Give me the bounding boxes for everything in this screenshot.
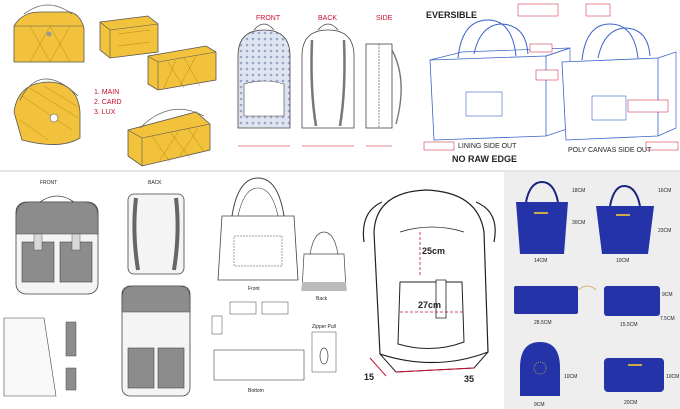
yellow-legend-3: 3. LUX [94,109,116,116]
tote-front-label: Front [248,286,260,292]
yellow-legend-1: 1. MAIN [94,89,119,96]
reversible-tote-illustration: EVERSIBLE [423,3,679,164]
yellow-bags-illustration: ~ 1. MAIN 2. CARD 3. LUX [13,4,217,167]
panel-grey-backpack: FRONT BACK [0,172,208,409]
tote-back-label: Back [316,296,328,302]
grey-backpack-front [15,195,99,295]
panel-backpack-sketch: 25cm 27cm 35 15 [356,172,504,409]
view-label-side: SIDE [376,15,393,22]
backpack-sketch-body [362,189,496,373]
pouch-width: 15.5CM [620,322,638,328]
grey-front-label: FRONT [40,180,57,186]
pouch-height: 9CM [662,292,673,298]
bag1-height: 18CM [572,188,585,194]
bag2-height: 16CM [658,188,671,194]
blue-tote-small [596,184,654,254]
tote-front-view [217,177,299,281]
grey-back-label: BACK [148,180,162,186]
dim-side: 15 [364,372,374,382]
dim-height: 25cm [422,246,445,256]
yellow-box-bag [99,15,159,59]
backpack-back-view [301,23,355,129]
backpack-sketch-illustration: 25cm 27cm 35 15 [362,189,496,384]
grey-backpack-open [121,285,191,397]
wallet-height: 10CM [666,374,679,380]
blue-wallet [604,358,664,392]
bag2-depth: 10CM [616,258,629,264]
bag1-depth: 14CM [534,258,547,264]
blue-coin-purse [520,342,560,396]
blue-clutch [514,285,597,314]
poly-side-label: POLY CANVAS SIDE OUT [568,147,652,154]
wallet-width: 20CM [624,400,637,406]
yellow-note-top: ~ [54,4,57,10]
bag2-width: 23CM [658,228,671,234]
no-raw-edge-label: NO RAW EDGE [452,154,517,164]
tote-bottom-label: Bottom [248,388,264,394]
tote-back-view [301,231,347,291]
zipper-pull-detail [311,331,337,373]
yellow-wide-quilted-bag [147,45,217,91]
dim-depth: 35 [464,374,474,384]
panel-yellow-bags: ~ 1. MAIN 2. CARD 3. LUX [0,0,226,170]
grey-backpack-detail [3,317,77,397]
blue-bags-illustration: 18CM 30CM 14CM 16CM 23CM 10CM 28.5CM 9CM… [514,180,679,408]
yellow-legend-2: 2. CARD [94,99,122,106]
panel-tote-flat: Front Back Bottom Zipper Pull [208,172,356,409]
tote-flat-illustration: Front Back Bottom Zipper Pull [211,177,347,394]
grey-backpack-illustration: FRONT BACK [3,180,191,397]
tote-pocket-pieces [211,301,289,335]
row-divider [0,170,680,172]
tote-bottom-piece [213,349,305,381]
view-label-back: BACK [318,15,337,22]
backpack-side-view [365,43,402,129]
yellow-quilted-shoulder-bag [127,108,211,167]
panel-backpack-views: FRONT BACK SIDE [226,0,422,170]
yellow-round-shoulder-bag [13,78,81,145]
lining-side-label: LINING SIDE OUT [458,143,517,150]
tote-poly-side [561,23,677,141]
dim-width: 27cm [418,300,441,310]
backpack-front-view [237,23,291,129]
grey-backpack-back [127,193,185,275]
pouch-depth: 7.5CM [660,316,675,322]
blue-tote-large [516,180,568,254]
yellow-flap-bag-small [13,4,85,63]
clutch-width: 28.5CM [534,320,552,326]
coin-width: 9CM [534,402,545,408]
view-label-front: FRONT [256,15,281,22]
backpack-views-illustration: FRONT BACK SIDE [237,15,402,147]
coin-height: 10CM [564,374,577,380]
panel-blue-bags: 18CM 30CM 14CM 16CM 23CM 10CM 28.5CM 9CM… [504,172,680,409]
zipper-pull-label: Zipper Pull [312,324,336,330]
blue-pouch [604,286,660,316]
panel-reversible-tote: EVERSIBLE [422,0,680,170]
bag1-width: 30CM [572,220,585,226]
tote-callouts [423,3,679,151]
reversible-title: EVERSIBLE [426,10,477,20]
